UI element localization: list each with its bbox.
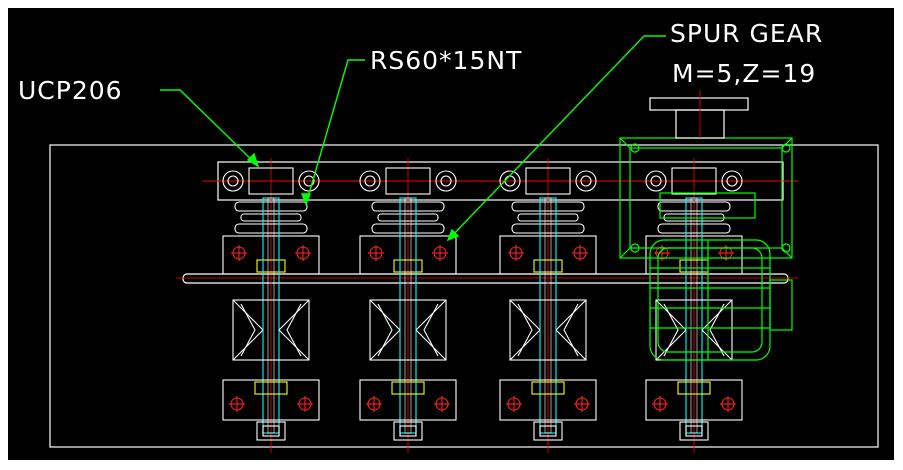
units-layer (222, 158, 743, 453)
cad-drawing-canvas: UCP206 RS60*15NT SPUR GEAR M=5,Z=19 (8, 8, 894, 460)
motor-top-cap (649, 90, 749, 139)
drive-unit (645, 158, 743, 453)
cad-drawing: UCP206 RS60*15NT SPUR GEAR M=5,Z=19 (18, 19, 879, 453)
base-plate (49, 144, 879, 448)
label-rs60: RS60*15NT (370, 46, 522, 75)
motor-body (649, 239, 793, 361)
label-module-teeth: M=5,Z=19 (672, 59, 816, 88)
drive-unit (499, 158, 597, 453)
transmission-shaft (176, 273, 798, 284)
leader-ucp206 (160, 89, 259, 167)
drive-unit (222, 158, 320, 453)
leader-lines (160, 35, 666, 242)
drive-unit (359, 158, 457, 453)
label-ucp206: UCP206 (18, 76, 123, 105)
leader-spur-gear (447, 35, 666, 241)
label-spur-gear: SPUR GEAR (670, 19, 823, 48)
leader-rs60 (305, 59, 365, 205)
